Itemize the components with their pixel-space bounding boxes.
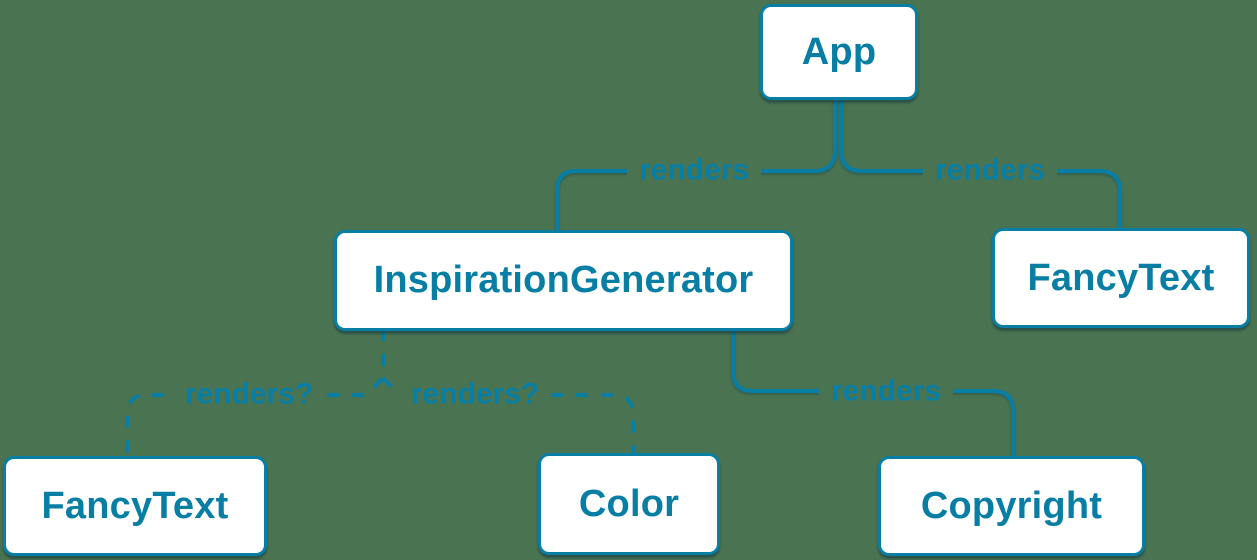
- node-fancy-text-top: FancyText: [992, 228, 1250, 328]
- node-app-label: App: [801, 30, 877, 73]
- node-copyright: Copyright: [878, 456, 1145, 556]
- edge-label-renders-app-inspirationgenerator: renders: [626, 153, 762, 187]
- node-inspiration-generator: InspirationGenerator: [334, 230, 793, 331]
- node-fancy-text-top-label: FancyText: [1027, 256, 1215, 299]
- edge-label-renders-question-fancytext: renders?: [172, 377, 326, 411]
- node-inspiration-generator-label: InspirationGenerator: [373, 259, 754, 301]
- edge-inspirationgenerator-to-color-dashed: [381, 376, 635, 455]
- node-copyright-label: Copyright: [920, 484, 1103, 527]
- node-app: App: [760, 4, 918, 100]
- node-color: Color: [538, 453, 720, 555]
- edge-label-renders-question-color: renders?: [398, 377, 552, 411]
- edge-label-renders-inspirationgenerator-copyright: renders: [818, 374, 954, 408]
- node-color-label: Color: [578, 482, 680, 525]
- edge-inspirationgenerator-to-fancytext-dashed: [125, 329, 385, 458]
- node-fancy-text-bottom-label: FancyText: [41, 484, 229, 527]
- edge-label-renders-app-fancytext: renders: [922, 153, 1058, 187]
- node-fancy-text-bottom: FancyText: [3, 456, 267, 556]
